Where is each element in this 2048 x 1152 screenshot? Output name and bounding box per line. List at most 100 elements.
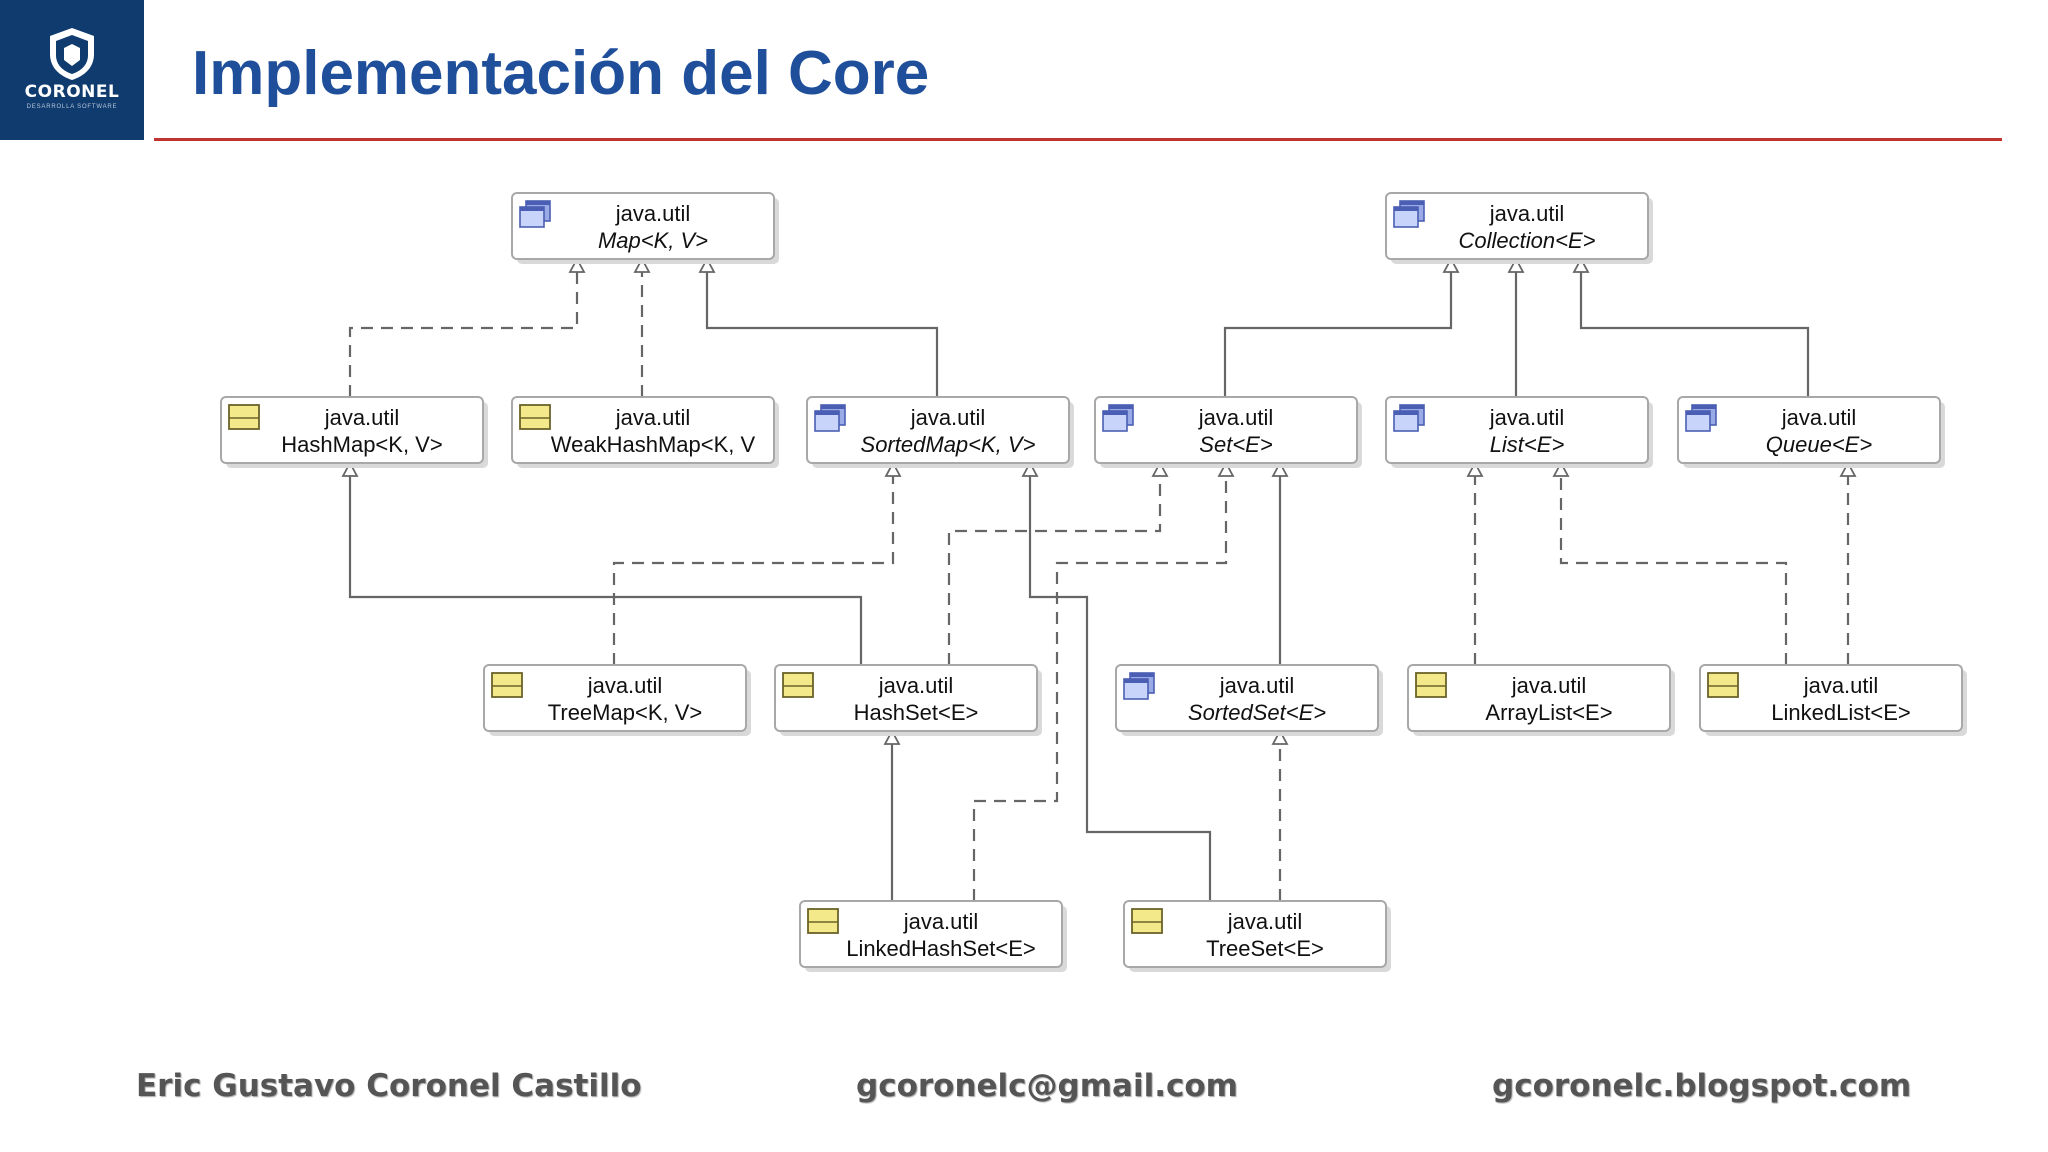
node-package: java.util (615, 201, 691, 226)
edge-implements (348, 259, 579, 397)
footer-email: gcoronelc@gmail.com (856, 1068, 1238, 1104)
arrowhead-icon (1839, 461, 1857, 477)
footer-author: Eric Gustavo Coronel Castillo (136, 1068, 642, 1104)
arrowhead-icon (883, 729, 901, 745)
node-package: java.util (324, 405, 400, 430)
edge-extends (1579, 259, 1810, 397)
node-box (806, 396, 1070, 464)
node-name: Set<E> (1199, 432, 1273, 457)
arrowhead-icon (1151, 461, 1169, 477)
class-icon (807, 908, 839, 934)
arrowhead-icon (1271, 729, 1289, 745)
node-name: TreeSet<E> (1206, 936, 1324, 961)
brand-name: CORONEL (24, 82, 120, 102)
node-box (1407, 664, 1671, 732)
node-package: java.util (903, 909, 979, 934)
node-package: java.util (615, 405, 691, 430)
node-name: SortedMap<K, V> (861, 432, 1036, 457)
node-box (511, 192, 775, 260)
node-box (1385, 192, 1649, 260)
arrowhead-icon (698, 257, 716, 273)
node-package: java.util (1227, 909, 1303, 934)
slide-title: Implementación del Core (192, 39, 930, 108)
brand-logo: CORONEL DESARROLLA SOFTWARE (0, 0, 144, 140)
node-box (1385, 396, 1649, 464)
node-name: TreeMap<K, V> (548, 700, 702, 725)
node-name: ArrayList<E> (1485, 700, 1612, 725)
class-icon (1131, 908, 1163, 934)
node-box (799, 900, 1063, 968)
node-box (483, 664, 747, 732)
node-package: java.util (1781, 405, 1857, 430)
arrowhead-icon (1442, 257, 1460, 273)
node-package: java.util (1489, 405, 1565, 430)
edge-extends (1223, 259, 1453, 397)
node-name: Collection<E> (1459, 228, 1596, 253)
arrowhead-icon (884, 461, 902, 477)
node-package: java.util (587, 673, 663, 698)
arrowhead-icon (1572, 257, 1590, 273)
node-box (220, 396, 484, 464)
arrowhead-icon (568, 257, 586, 273)
arrowhead-icon (341, 461, 359, 477)
node-name: HashMap<K, V> (281, 432, 442, 457)
class-icon (782, 672, 814, 698)
node-name: Queue<E> (1766, 432, 1873, 457)
footer-blog: gcoronelc.blogspot.com (1492, 1068, 1912, 1104)
node-package: java.util (1198, 405, 1274, 430)
class-icon (519, 404, 551, 430)
arrowhead-icon (1021, 461, 1039, 477)
arrowhead-icon (1466, 461, 1484, 477)
node-name: LinkedHashSet<E> (846, 936, 1036, 961)
node-box (1115, 664, 1379, 732)
node-name: WeakHashMap<K, V (551, 432, 756, 457)
node-box (1699, 664, 1963, 732)
arrowhead-icon (1507, 257, 1525, 273)
node-package: java.util (878, 673, 954, 698)
arrowhead-icon (1271, 461, 1289, 477)
node-name: SortedSet<E> (1188, 700, 1326, 725)
class-icon (1415, 672, 1447, 698)
diagram-edges (341, 257, 1857, 901)
brand-tagline: DESARROLLA SOFTWARE (26, 104, 118, 110)
node-name: Map<K, V> (598, 228, 708, 253)
node-name: LinkedList<E> (1771, 700, 1910, 725)
class-icon (228, 404, 260, 430)
node-box (511, 396, 775, 464)
edge-implements (1559, 463, 1788, 665)
arrowhead-icon (1217, 461, 1235, 477)
node-name: HashSet<E> (854, 700, 979, 725)
shield-icon (50, 28, 94, 80)
node-box (1677, 396, 1941, 464)
title-underline (154, 138, 2002, 141)
arrowhead-icon (1552, 461, 1570, 477)
node-package: java.util (1803, 673, 1879, 698)
node-package: java.util (910, 405, 986, 430)
edge-implements (947, 463, 1162, 665)
edge-implements (612, 463, 895, 665)
node-package: java.util (1489, 201, 1565, 226)
node-name: List<E> (1490, 432, 1565, 457)
arrowhead-icon (633, 257, 651, 273)
edge-implements (972, 463, 1228, 901)
node-box (1094, 396, 1358, 464)
class-icon (1707, 672, 1739, 698)
edge-uses (1028, 463, 1212, 901)
class-icon (491, 672, 523, 698)
